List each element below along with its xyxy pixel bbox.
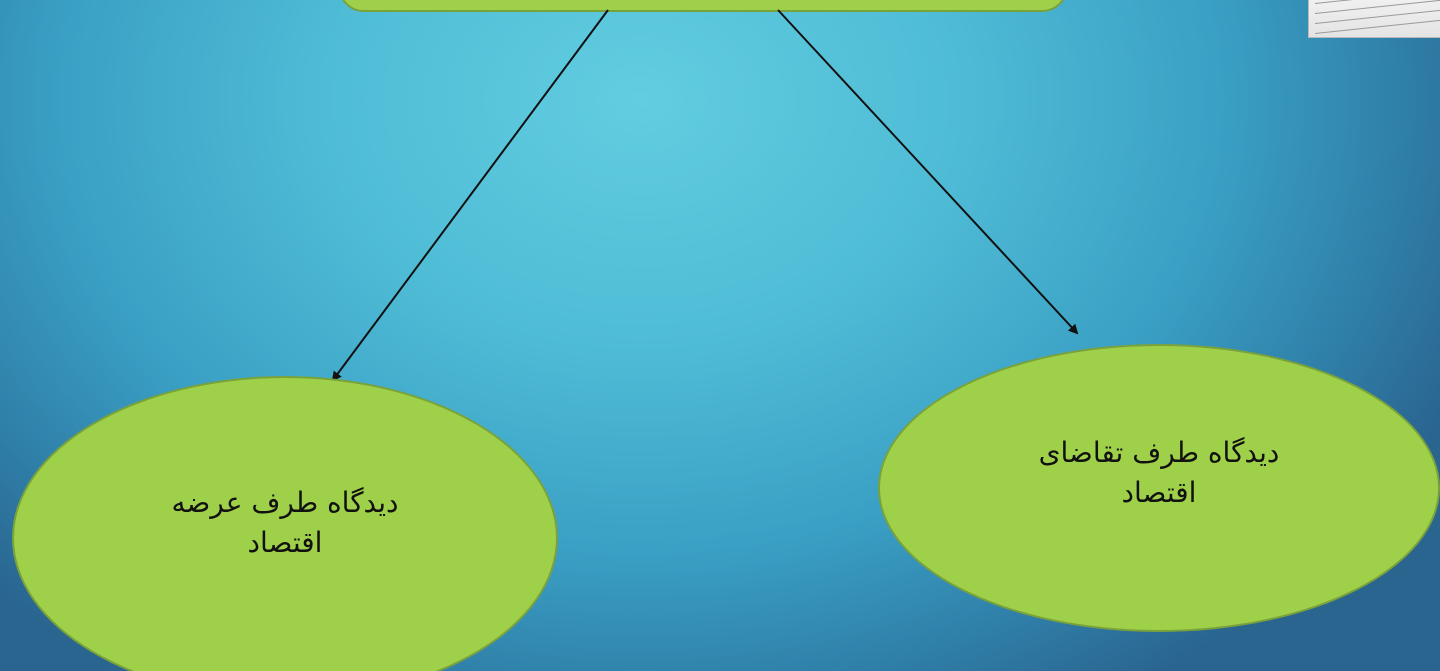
- supply-side-label-line2: اقتصاد: [247, 526, 323, 559]
- arrow-to-left-node: [331, 9, 609, 382]
- demand-side-node: دیدگاه طرف تقاضای اقتصاد: [878, 344, 1440, 632]
- document-thumbnail-image: [1308, 0, 1440, 38]
- arrow-to-right-node: [777, 9, 1079, 335]
- supply-side-label-line1: دیدگاه طرف عرضه: [171, 486, 399, 519]
- supply-side-node: دیدگاه طرف عرضه اقتصاد: [12, 376, 558, 671]
- root-node-box: [338, 0, 1068, 12]
- demand-side-label-line2: اقتصاد: [1121, 476, 1197, 509]
- demand-side-label: دیدگاه طرف تقاضای اقتصاد: [1039, 433, 1280, 543]
- demand-side-label-line1: دیدگاه طرف تقاضای: [1038, 436, 1280, 469]
- supply-side-label: دیدگاه طرف عرضه اقتصاد: [172, 483, 399, 593]
